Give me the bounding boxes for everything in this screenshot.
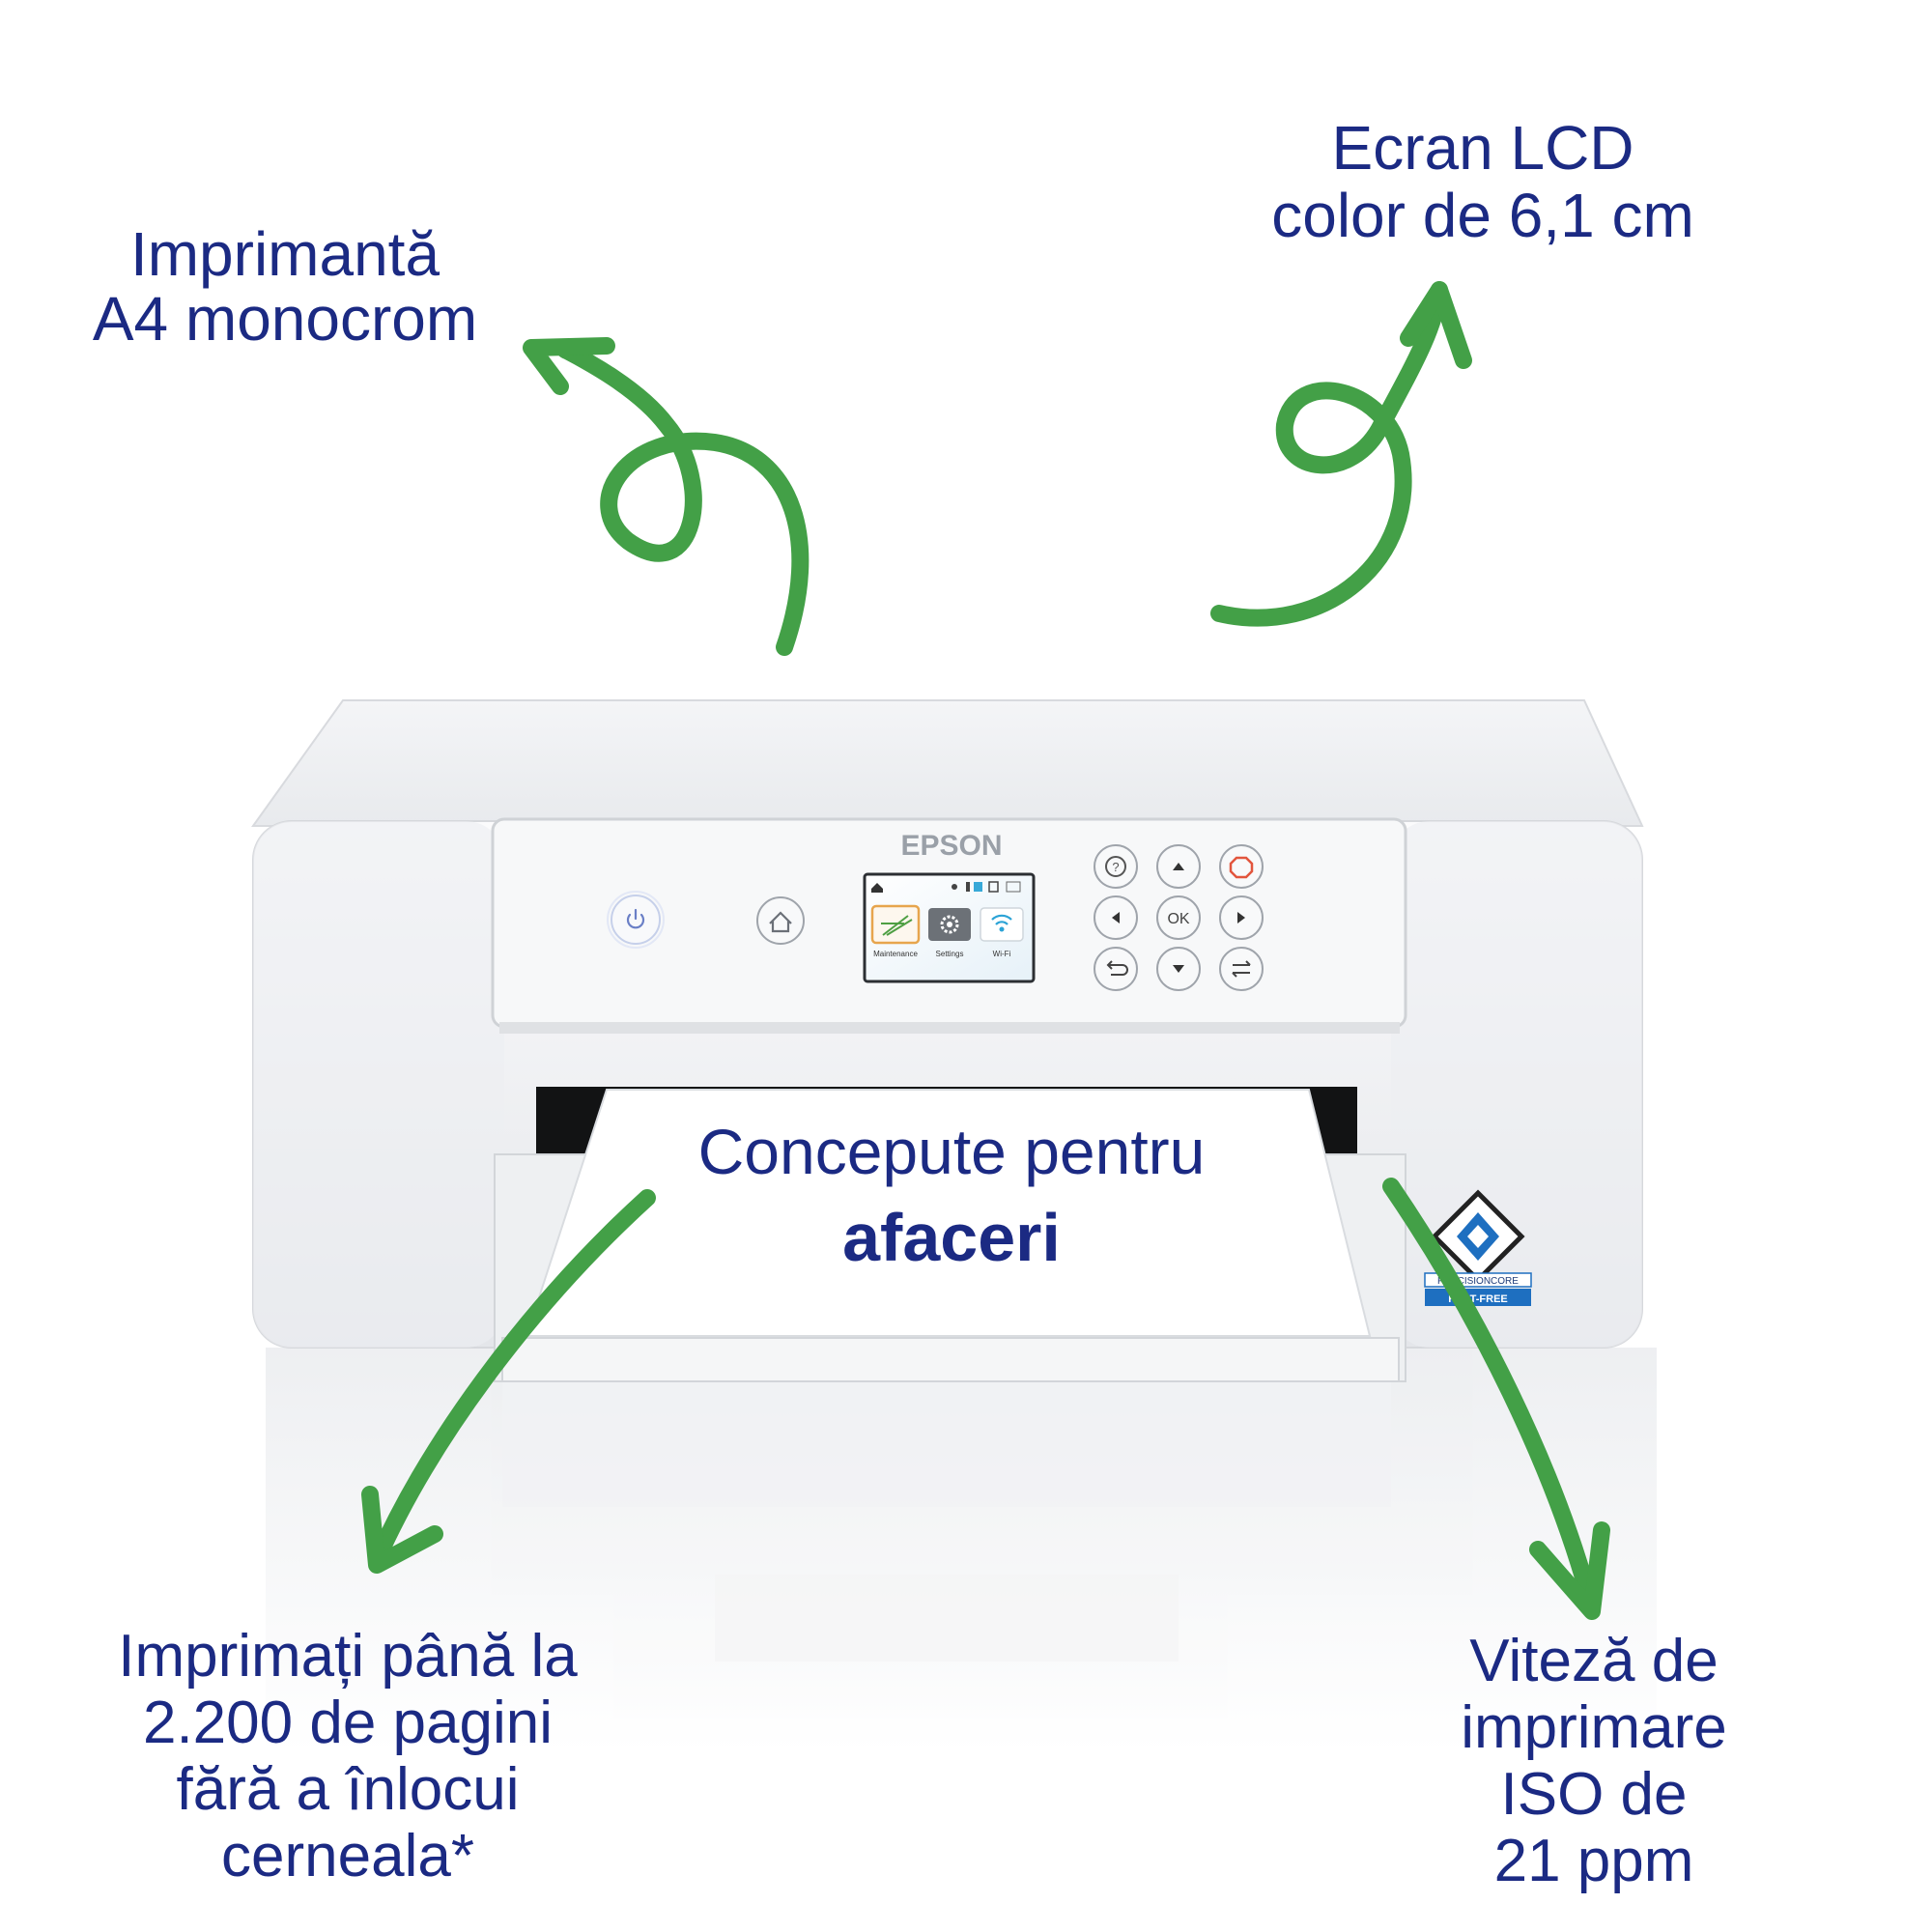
down-button[interactable] bbox=[1156, 947, 1201, 991]
keypad: ? OK bbox=[1094, 844, 1264, 991]
stop-icon bbox=[1229, 856, 1254, 879]
feature-lcd-screen: Ecran LCD color de 6,1 cm bbox=[1271, 113, 1694, 250]
back-button[interactable] bbox=[1094, 947, 1138, 991]
arrow-left-icon bbox=[1112, 912, 1120, 923]
precisioncore-badge: PRECISIONCORE HEAT-FREE bbox=[1424, 1189, 1532, 1306]
home-button[interactable] bbox=[756, 896, 805, 945]
settings-icon[interactable] bbox=[928, 908, 971, 941]
lcd-home-icon bbox=[871, 883, 883, 893]
arrow-top-left bbox=[523, 337, 810, 656]
paper-headline: Concepute pentru bbox=[698, 1116, 1206, 1187]
right-button[interactable] bbox=[1219, 895, 1264, 940]
feature-page-yield: Imprimați până la 2.200 de pagini fără a… bbox=[118, 1623, 578, 1889]
paper-sheet: Concepute pentru afaceri bbox=[525, 1089, 1372, 1337]
paper-headline-bold: afaceri bbox=[842, 1200, 1061, 1275]
power-button[interactable] bbox=[607, 891, 665, 949]
lcd-status-icons bbox=[952, 881, 1021, 893]
back-icon bbox=[1106, 960, 1128, 976]
home-icon bbox=[769, 911, 792, 933]
ok-button-label: OK bbox=[1167, 911, 1189, 927]
left-button[interactable] bbox=[1094, 895, 1138, 940]
arrow-bottom-left bbox=[361, 1189, 656, 1574]
arrow-down-icon bbox=[1173, 965, 1184, 973]
svg-text:?: ? bbox=[1112, 860, 1119, 874]
arrow-right-icon bbox=[1237, 912, 1245, 923]
lcd-label-settings: Settings bbox=[936, 950, 964, 958]
printer-reflection bbox=[266, 1348, 1657, 1753]
up-button[interactable] bbox=[1156, 844, 1201, 889]
control-panel: EPSON bbox=[491, 817, 1407, 1034]
maintenance-icon[interactable] bbox=[870, 904, 921, 945]
toggle-button[interactable] bbox=[1219, 947, 1264, 991]
stop-button[interactable] bbox=[1219, 844, 1264, 889]
lcd-screen[interactable]: Maintenance Settings Wi-Fi bbox=[863, 872, 1036, 983]
help-button[interactable]: ? bbox=[1094, 844, 1138, 889]
power-icon bbox=[626, 908, 645, 929]
feature-print-speed: Viteză de imprimare ISO de 21 ppm bbox=[1461, 1628, 1727, 1894]
epson-logo: EPSON bbox=[900, 830, 1002, 862]
arrow-top-right bbox=[1210, 281, 1472, 627]
lcd-label-maintenance: Maintenance bbox=[873, 950, 918, 958]
badge-top-text: PRECISIONCORE bbox=[1437, 1276, 1519, 1287]
toggle-icon bbox=[1232, 960, 1251, 978]
feature-monochrome-a4: Imprimantă A4 monocrom bbox=[92, 219, 478, 354]
lcd-label-wifi: Wi-Fi bbox=[993, 950, 1011, 958]
ok-button[interactable]: OK bbox=[1156, 895, 1201, 940]
wifi-icon[interactable] bbox=[980, 907, 1024, 942]
arrow-bottom-right bbox=[1382, 1178, 1610, 1620]
help-icon bbox=[1105, 856, 1126, 877]
arrow-up-icon bbox=[1173, 863, 1184, 870]
